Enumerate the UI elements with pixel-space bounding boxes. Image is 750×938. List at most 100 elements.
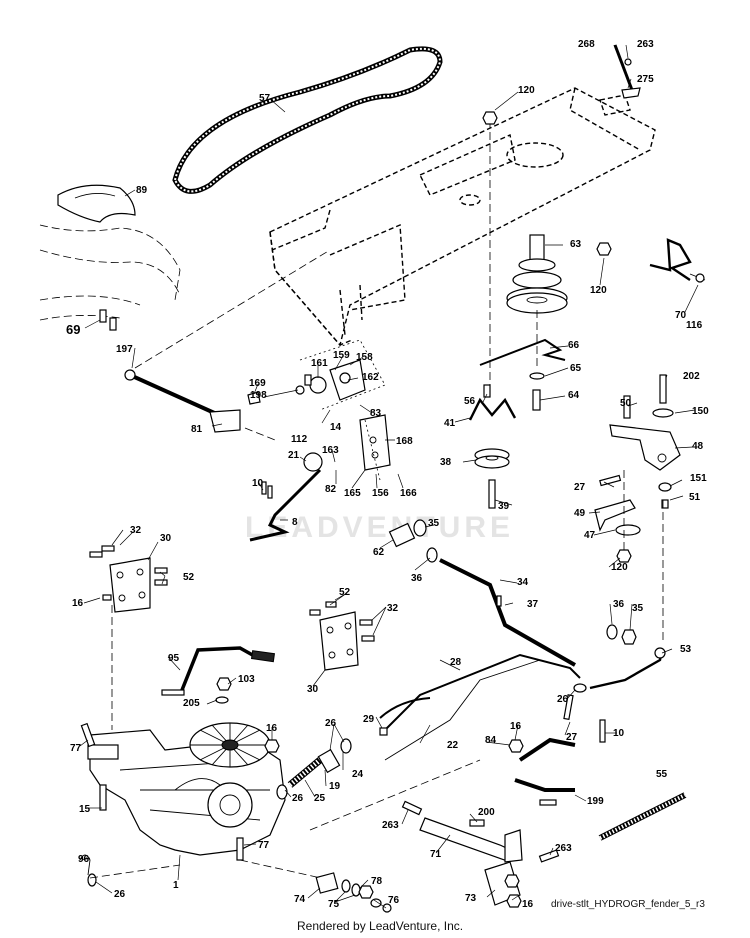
part-label-200[interactable]: 200 bbox=[478, 807, 495, 818]
part-label-35[interactable]: 35 bbox=[428, 518, 440, 529]
part-label-36[interactable]: 36 bbox=[411, 573, 423, 584]
part-label-199[interactable]: 199 bbox=[587, 796, 604, 807]
part-label-159[interactable]: 159 bbox=[333, 350, 350, 361]
part-label-205[interactable]: 205 bbox=[183, 698, 200, 709]
control-rod-53[interactable] bbox=[589, 647, 666, 690]
part-label-51[interactable]: 51 bbox=[689, 492, 701, 503]
mount-plate-left[interactable] bbox=[89, 545, 168, 613]
bolt-202[interactable] bbox=[659, 374, 667, 404]
part-label-26[interactable]: 26 bbox=[292, 793, 304, 804]
pin-77-lower[interactable] bbox=[236, 837, 244, 861]
shift-lever-bracket[interactable] bbox=[359, 414, 391, 471]
part-label-24[interactable]: 24 bbox=[352, 769, 364, 780]
part-label-22[interactable]: 22 bbox=[447, 740, 459, 751]
mount-plate-right[interactable] bbox=[309, 601, 375, 671]
nut-16-trans[interactable] bbox=[264, 739, 280, 753]
part-label-156[interactable]: 156 bbox=[372, 488, 389, 499]
part-label-52[interactable]: 52 bbox=[183, 572, 195, 583]
washer-151[interactable] bbox=[658, 482, 672, 492]
bolt-50[interactable] bbox=[623, 395, 631, 419]
idler-bracket-assembly[interactable] bbox=[304, 359, 366, 401]
part-label-32[interactable]: 32 bbox=[387, 603, 399, 614]
idler-pulley[interactable] bbox=[474, 448, 510, 509]
tension-spring-set[interactable] bbox=[276, 738, 352, 800]
washer-26-lower[interactable] bbox=[87, 873, 97, 887]
part-label-34[interactable]: 34 bbox=[517, 577, 529, 588]
return-spring[interactable] bbox=[598, 792, 687, 841]
part-label-10[interactable]: 10 bbox=[613, 728, 625, 739]
part-label-65[interactable]: 65 bbox=[570, 363, 582, 374]
part-label-56[interactable]: 56 bbox=[464, 396, 476, 407]
part-label-120[interactable]: 120 bbox=[590, 285, 607, 296]
part-label-168[interactable]: 168 bbox=[396, 436, 413, 447]
part-label-77[interactable]: 77 bbox=[70, 743, 82, 754]
washer-198[interactable] bbox=[295, 385, 305, 395]
bypass-lever[interactable] bbox=[161, 646, 276, 696]
part-label-112[interactable]: 112 bbox=[291, 434, 308, 445]
part-label-268[interactable]: 268 bbox=[578, 39, 595, 50]
cotter-96[interactable] bbox=[79, 854, 91, 876]
part-label-26[interactable]: 26 bbox=[325, 718, 337, 729]
brake-bracket-48[interactable] bbox=[609, 424, 681, 471]
part-label-27[interactable]: 27 bbox=[566, 732, 578, 743]
part-label-96[interactable]: 96 bbox=[78, 854, 90, 865]
part-label-120[interactable]: 120 bbox=[518, 85, 535, 96]
part-label-76[interactable]: 76 bbox=[388, 895, 400, 906]
part-label-30[interactable]: 30 bbox=[307, 684, 319, 695]
idler-spring-bracket[interactable] bbox=[649, 238, 706, 283]
part-label-150[interactable]: 150 bbox=[692, 406, 709, 417]
bolt-200[interactable] bbox=[469, 819, 485, 827]
nut-120-low[interactable] bbox=[616, 549, 632, 563]
part-label-74[interactable]: 74 bbox=[294, 894, 306, 905]
bolt-29[interactable] bbox=[379, 727, 388, 736]
transaxle[interactable] bbox=[87, 722, 286, 856]
part-label-50[interactable]: 50 bbox=[620, 398, 632, 409]
washer-36-right[interactable] bbox=[606, 624, 618, 640]
bolt-27-lower[interactable] bbox=[599, 719, 606, 743]
part-label-73[interactable]: 73 bbox=[465, 893, 477, 904]
part-label-103[interactable]: 103 bbox=[238, 674, 255, 685]
bolt-263-right[interactable] bbox=[538, 849, 560, 863]
part-label-41[interactable]: 41 bbox=[444, 418, 456, 429]
bolt-77-left[interactable] bbox=[80, 722, 96, 748]
bolt-27-upper[interactable] bbox=[599, 474, 622, 487]
part-label-16[interactable]: 16 bbox=[266, 723, 278, 734]
part-label-39[interactable]: 39 bbox=[498, 501, 510, 512]
nut-120-top[interactable] bbox=[482, 111, 498, 125]
part-label-75[interactable]: 75 bbox=[328, 899, 340, 910]
part-label-28[interactable]: 28 bbox=[450, 657, 462, 668]
part-label-275[interactable]: 275 bbox=[637, 74, 654, 85]
part-label-62[interactable]: 62 bbox=[373, 547, 385, 558]
part-label-95[interactable]: 95 bbox=[168, 653, 180, 664]
part-label-263[interactable]: 263 bbox=[555, 843, 572, 854]
part-label-25[interactable]: 25 bbox=[314, 793, 326, 804]
part-label-69[interactable]: 69 bbox=[66, 322, 80, 337]
part-label-78[interactable]: 78 bbox=[371, 876, 383, 887]
pulley-47[interactable] bbox=[615, 524, 641, 536]
part-label-116[interactable]: 116 bbox=[686, 320, 703, 331]
part-label-16[interactable]: 16 bbox=[510, 721, 522, 732]
bracket-71[interactable] bbox=[419, 817, 523, 863]
part-label-16[interactable]: 16 bbox=[522, 899, 534, 910]
linkage-rod-28[interactable] bbox=[379, 653, 581, 731]
nut-103[interactable] bbox=[216, 677, 232, 691]
part-label-53[interactable]: 53 bbox=[680, 644, 692, 655]
part-label-162[interactable]: 162 bbox=[362, 372, 379, 383]
part-label-165[interactable]: 165 bbox=[344, 488, 361, 499]
part-label-166[interactable]: 166 bbox=[400, 488, 417, 499]
idler-arm[interactable] bbox=[479, 338, 566, 411]
part-label-26[interactable]: 26 bbox=[557, 694, 569, 705]
shift-knob[interactable] bbox=[303, 452, 323, 472]
part-label-151[interactable]: 151 bbox=[690, 473, 707, 484]
part-label-35[interactable]: 35 bbox=[632, 603, 644, 614]
part-label-161[interactable]: 161 bbox=[311, 358, 328, 369]
nut-35-right[interactable] bbox=[621, 629, 637, 645]
part-label-70[interactable]: 70 bbox=[675, 310, 687, 321]
part-label-81[interactable]: 81 bbox=[191, 424, 203, 435]
part-label-29[interactable]: 29 bbox=[363, 714, 375, 725]
spacer-26-upper[interactable] bbox=[573, 683, 587, 693]
bottom-hardware[interactable] bbox=[315, 872, 392, 913]
fender-bolts[interactable] bbox=[99, 309, 117, 331]
part-label-1[interactable]: 1 bbox=[173, 880, 179, 891]
cross-shaft[interactable] bbox=[439, 558, 576, 667]
